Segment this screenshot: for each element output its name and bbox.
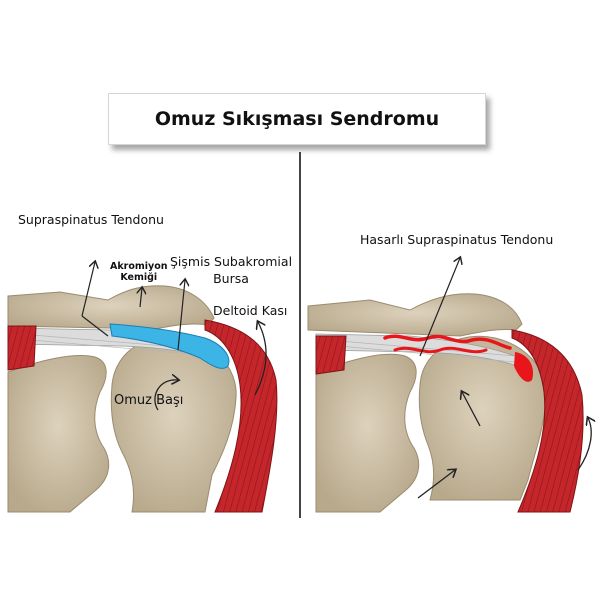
label-acromion-line1: Akromiyon [110, 261, 168, 272]
label-acromion-line2: Kemiği [120, 272, 158, 283]
right-humerus [418, 335, 547, 501]
left-acromion [7, 285, 215, 331]
left-bursa [109, 323, 230, 369]
label-deltoid: Deltoid Kası [213, 303, 288, 318]
right-shoulder [307, 258, 591, 513]
label-acromion: Akromiyon Kemiği [110, 261, 168, 283]
left-upper-muscle [7, 325, 37, 371]
title-box: Omuz Sıkışması Sendromu [108, 93, 486, 145]
right-tendon-damage [383, 334, 512, 350]
left-scapula [7, 354, 110, 513]
left-deltoid [204, 319, 278, 513]
label-bursa-line2: Bursa [213, 271, 249, 286]
right-acromion [307, 293, 523, 337]
right-deltoid [511, 329, 584, 513]
panel-divider [299, 152, 301, 518]
diagram-title: Omuz Sıkışması Sendromu [154, 108, 440, 130]
label-damaged-tendon: Hasarlı Supraspinatus Tendonu [360, 232, 554, 247]
label-bursa-line1: Şişmis Subakromial [170, 254, 293, 269]
right-scapula [315, 353, 420, 513]
right-upper-muscle [315, 335, 347, 375]
label-swollen-bursa: Şişmis Subakromial Bursa [170, 253, 292, 287]
label-supraspinatus-tendon: Supraspinatus Tendonu [18, 212, 164, 227]
left-shoulder [7, 262, 278, 513]
label-humeral-head: Omuz Başı [114, 393, 184, 408]
